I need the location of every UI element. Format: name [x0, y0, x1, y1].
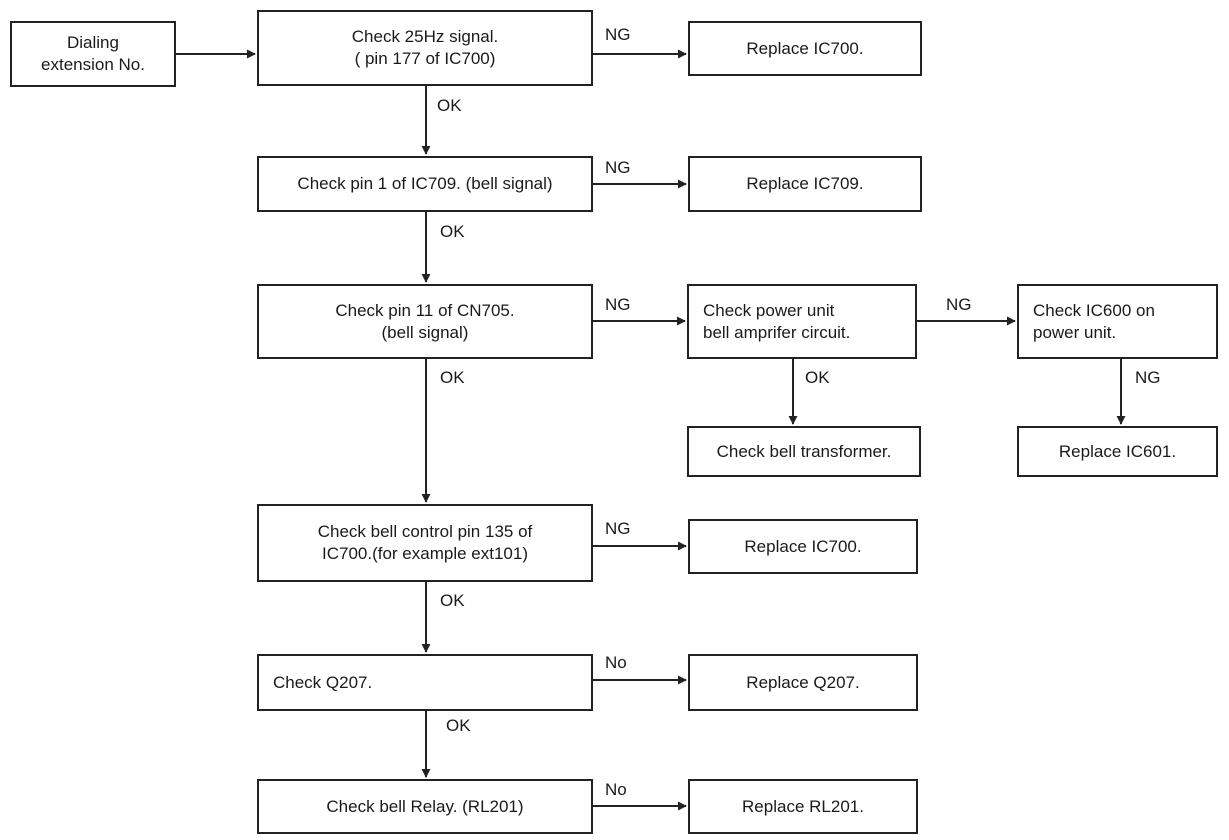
edge-label-ok: OK [437, 96, 462, 115]
node-dialing-extension: Dialing extension No. [10, 21, 176, 87]
node-replace-ic700-first: Replace IC700. [688, 21, 922, 76]
node-text-line: IC700.(for example ext101) [322, 544, 528, 563]
node-text: Dialing extension No. [41, 32, 145, 76]
node-text: Replace Q207. [746, 672, 859, 694]
node-text-line: Check bell Relay. (RL201) [326, 796, 524, 816]
edge-label-ok: OK [446, 716, 471, 735]
node-text-line: Check 25Hz signal. [351, 27, 499, 46]
edge-label-ok: OK [440, 591, 465, 610]
edge-label-ok: OK [805, 368, 830, 387]
edge-label-ng: NG [946, 295, 972, 314]
edge-label-ok: OK [440, 222, 465, 241]
node-text-line: Check Q207. [273, 672, 373, 692]
node-text: Replace IC700. [746, 38, 863, 60]
node-text-line: Replace IC601. [1058, 441, 1177, 461]
node-check-bell-control: Check bell control pin 135 of IC700.(for … [257, 504, 593, 582]
node-text: Check pin 1 of IC709. (bell signal) [297, 173, 552, 195]
edge-label-ng: NG [605, 25, 631, 44]
node-text-line: Check bell control pin 135 of [317, 522, 533, 541]
node-text: Check 25Hz signal. ( pin 177 of IC700) [352, 26, 498, 70]
node-replace-rl201: Replace RL201. [688, 779, 918, 834]
node-text: Check Q207. [273, 672, 372, 694]
node-text-line: ( pin 177 of IC700) [354, 49, 496, 68]
node-text: Replace IC700. [744, 536, 861, 558]
node-text-line: Check pin 1 of IC709. (bell signal) [297, 174, 553, 193]
node-check-25hz-signal: Check 25Hz signal. ( pin 177 of IC700) [257, 10, 593, 86]
edge-label-ok: OK [440, 368, 465, 387]
node-text-line: power unit. [1033, 322, 1117, 342]
node-text-line: Check IC600 on [1033, 300, 1155, 320]
node-text-line: extension No. [41, 55, 145, 74]
node-check-cn705: Check pin 11 of CN705.(bell signal) [257, 284, 593, 359]
node-text-line: (bell signal) [381, 322, 469, 342]
node-text: Check bell Relay. (RL201) [326, 796, 523, 818]
node-text-line: Replace RL201. [742, 796, 864, 816]
node-replace-ic601: Replace IC601. [1017, 426, 1218, 477]
node-text: Replace IC709. [746, 173, 863, 195]
node-replace-ic709: Replace IC709. [688, 156, 922, 212]
node-text-line: Check power unit [703, 300, 835, 320]
edge-label-ng: NG [605, 295, 631, 314]
node-replace-q207: Replace Q207. [688, 654, 918, 711]
node-replace-ic700-second: Replace IC700. [688, 519, 918, 574]
node-check-q207: Check Q207. [257, 654, 593, 711]
node-text-line: Replace IC700. [746, 38, 864, 58]
node-text-line: Replace IC709. [746, 174, 864, 193]
node-text-line: bell amprifer circuit. [703, 322, 851, 342]
node-text: Replace IC601. [1059, 441, 1176, 463]
node-text: Replace RL201. [742, 796, 864, 818]
edge-label-no: No [605, 780, 627, 799]
edge-label-ng: NG [605, 158, 631, 177]
node-text: Check pin 11 of CN705.(bell signal) [335, 300, 514, 344]
node-check-ic709: Check pin 1 of IC709. (bell signal) [257, 156, 593, 212]
node-text-line: Replace Q207. [746, 672, 860, 692]
node-text: Check bell control pin 135 of IC700.(for … [318, 521, 533, 565]
node-check-bell-relay: Check bell Relay. (RL201) [257, 779, 593, 834]
edge-label-ng: NG [605, 519, 631, 538]
node-text-line: Dialing [67, 33, 119, 52]
node-text-line: Check pin 11 of CN705. [335, 300, 515, 320]
node-text-line: Check bell transformer. [716, 441, 892, 461]
node-text-line: Replace IC700. [744, 536, 862, 556]
node-check-bell-transformer: Check bell transformer. [687, 426, 921, 477]
edge-label-ng: NG [1135, 368, 1161, 387]
node-text: Check bell transformer. [717, 441, 892, 463]
edge-label-no: No [605, 653, 627, 672]
